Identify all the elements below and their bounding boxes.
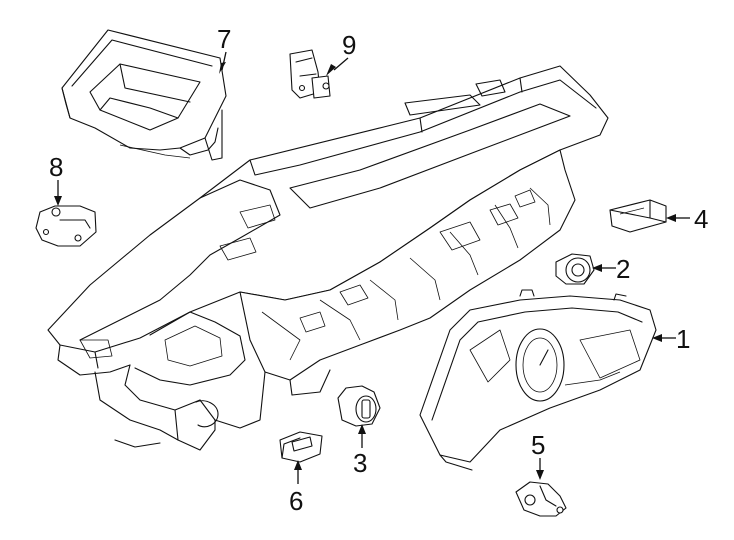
part-2-round-switch [555,253,595,285]
callout-3: 3 [353,448,367,478]
callout-1: 1 [676,324,690,354]
callout-8: 8 [49,152,63,182]
part-7-storage-compartment [61,29,227,161]
callout-6: 6 [289,486,303,516]
callout-2: 2 [616,254,630,284]
part-4-connector-module [609,199,667,233]
part-1-instrument-cluster [419,289,657,471]
part-6-small-switch [279,431,323,463]
part-9-mount-bracket [289,49,331,99]
callout-leaders [54,51,690,484]
callout-4: 4 [694,204,708,234]
part-3-ignition-switch [337,385,381,427]
part-5-sensor-bracket [515,481,567,517]
callout-7: 7 [217,24,231,54]
callout-9: 9 [342,30,356,60]
part-8-bracket [35,205,97,247]
callout-5: 5 [531,430,545,460]
callout-numbers: 1 2 3 4 5 6 7 8 9 [49,24,708,516]
instrument-panel-drawing [47,65,609,451]
